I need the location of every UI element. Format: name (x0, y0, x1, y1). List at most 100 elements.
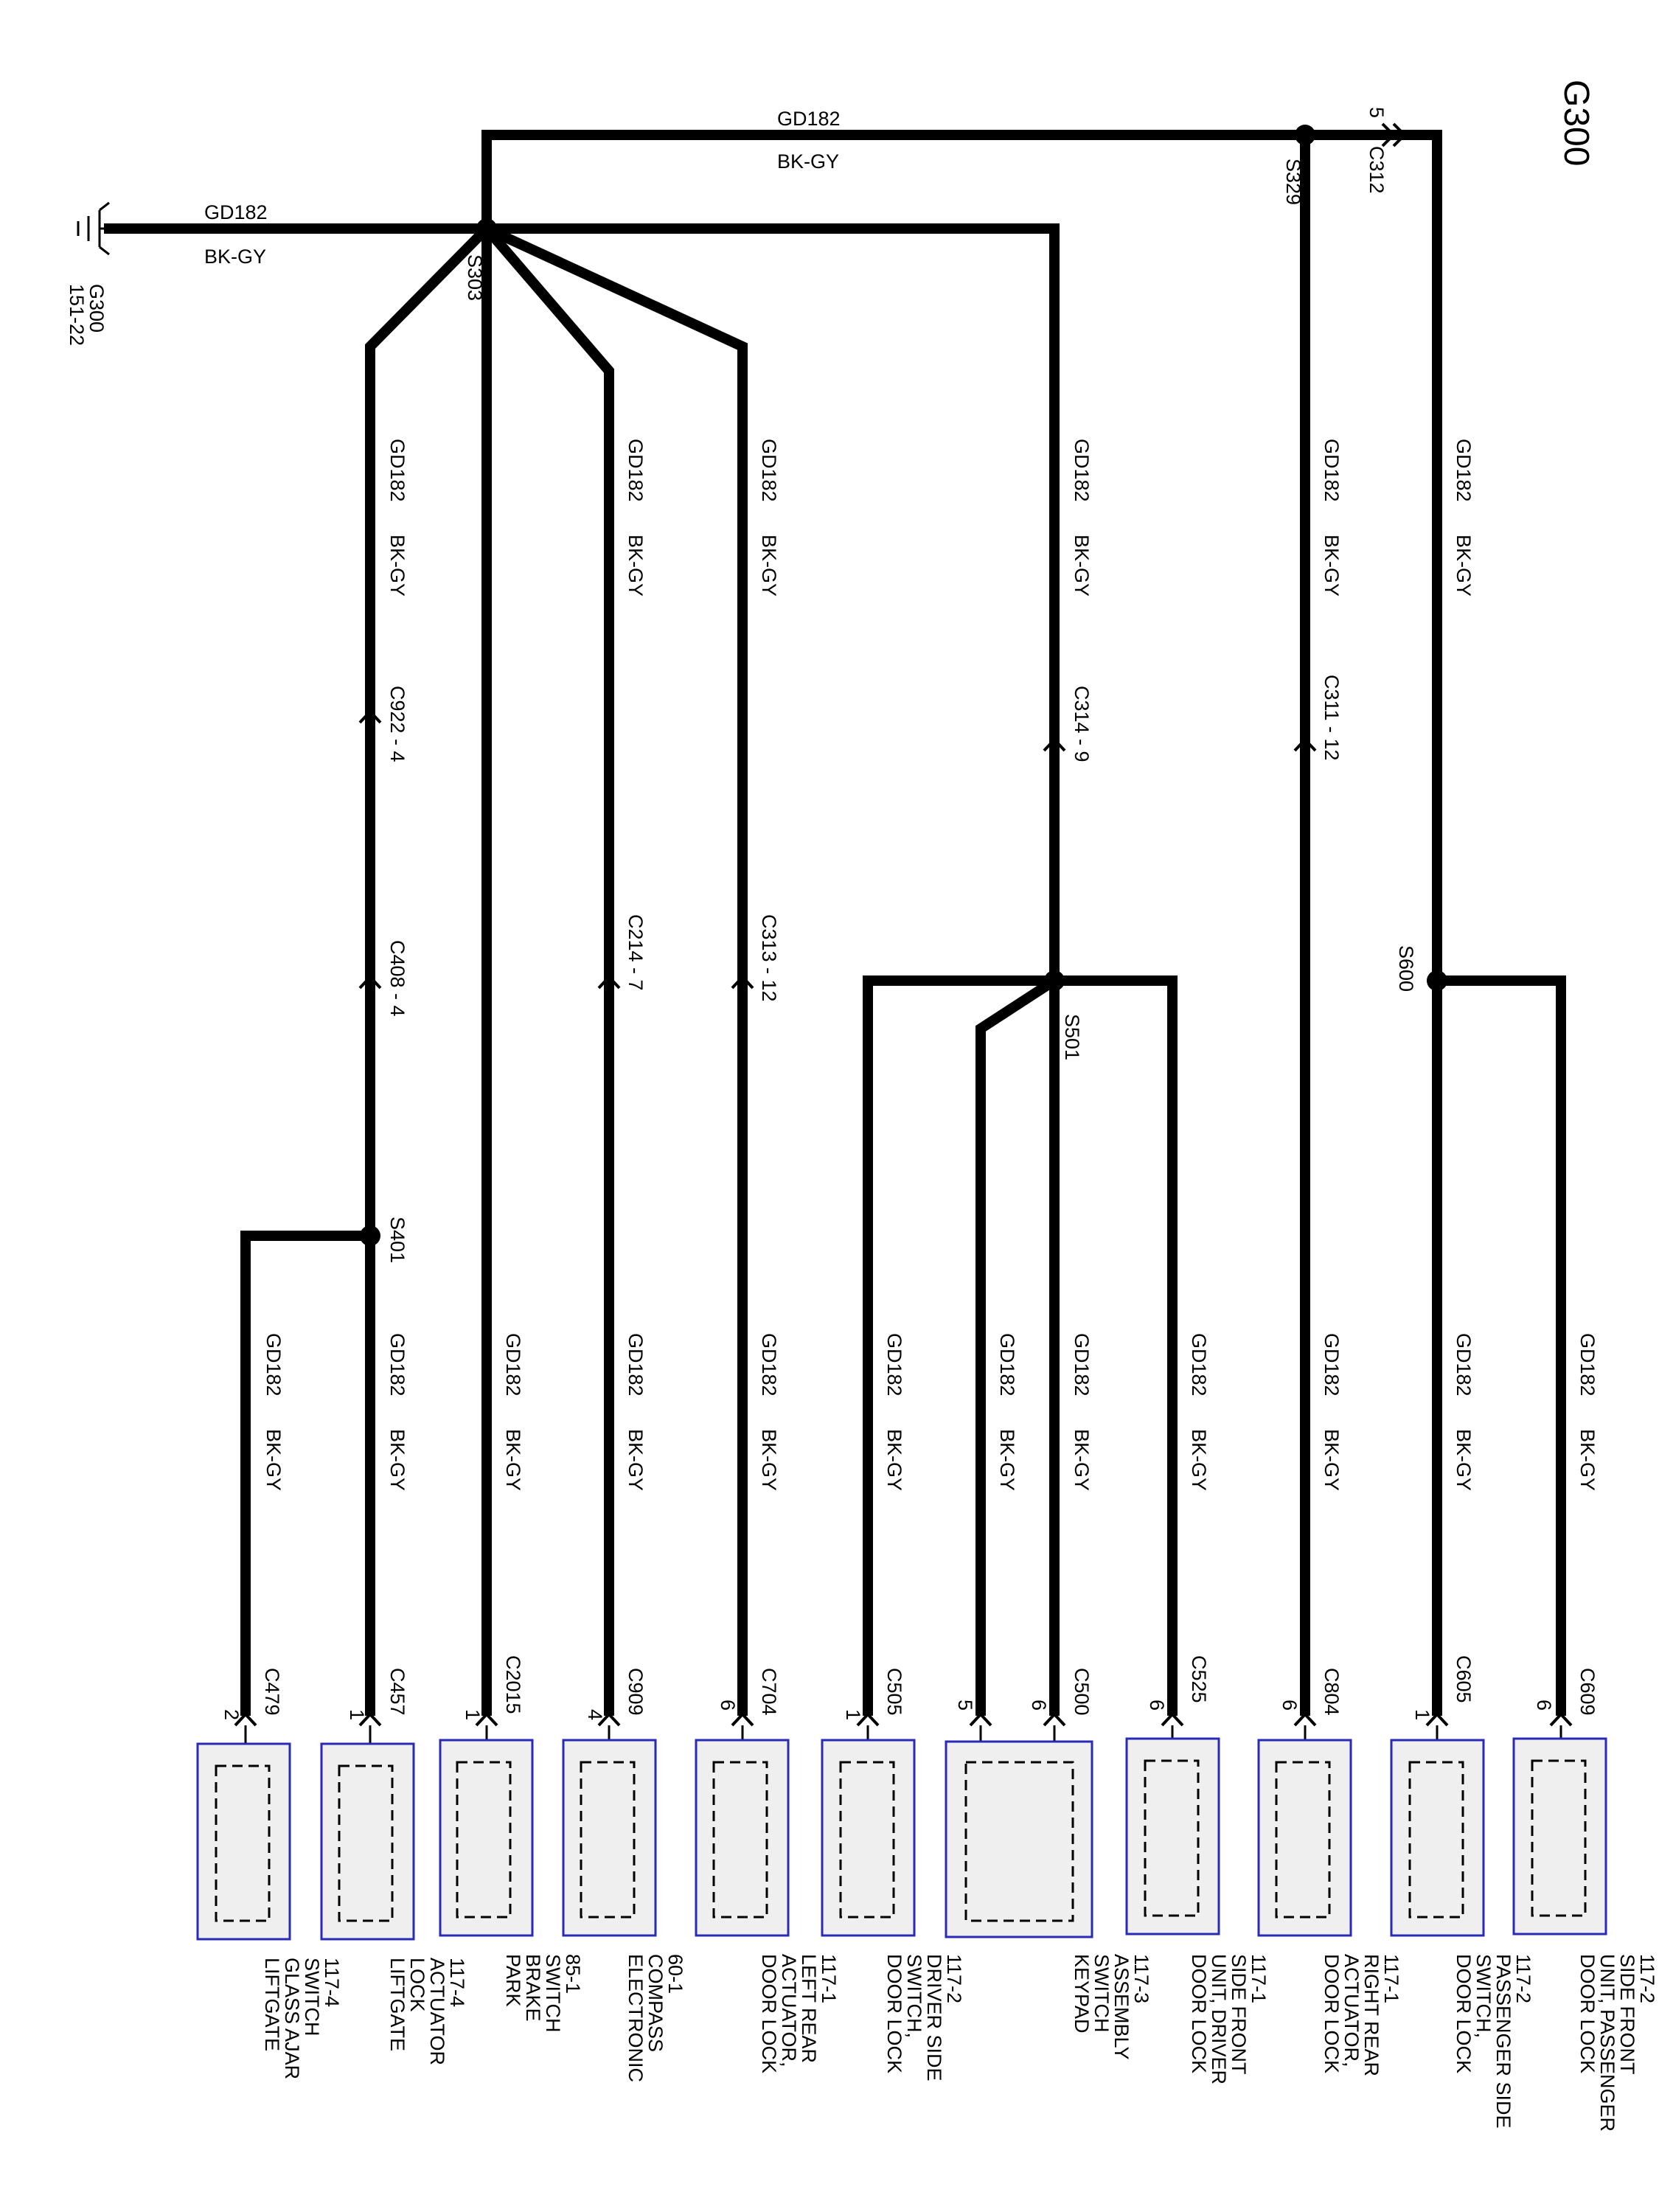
wire-label-color: BK-GY (1576, 1429, 1599, 1491)
c922-label: C922 - 4 (386, 686, 408, 762)
wire-label-color: BK-GY (1321, 535, 1343, 597)
main-circuit-label-left: GD182 (204, 201, 268, 223)
wire-label-color: BK-GY (502, 1429, 524, 1491)
splices (360, 125, 1447, 1246)
component-door-lock-actuator-left-rear: C704 6 DOOR LOCK ACTUATOR, LEFT REAR 117… (695, 1668, 840, 2079)
connector-label-c2015: C2015 (502, 1655, 524, 1714)
c311-label: C311 - 12 (1321, 675, 1343, 761)
component-name: ELECTRONIC COMPASS 60-1 (625, 1954, 686, 2088)
component-name: DOOR LOCK SWITCH, PASSENGER SIDE 117-2 (1453, 1954, 1534, 2134)
wire-label-circuit: GD182 (262, 1333, 285, 1397)
component-name: LIFTGATE GLASS AJAR SWITCH 117-4 (261, 1958, 343, 2085)
wire-label-circuit: GD182 (1576, 1333, 1599, 1397)
wire-label-color: BK-GY (758, 535, 780, 597)
component-door-lock-switch-driver-side: C505 1 DOOR LOCK SWITCH, DRIVER SIDE 117… (821, 1668, 965, 2081)
wire-s501-c525 (1049, 975, 1178, 1716)
page-title: G300 (1557, 80, 1596, 166)
splice-s600-dot (1427, 970, 1447, 991)
wire-s501-c505 (863, 975, 1060, 1716)
wire-label-circuit: GD182 (1321, 1333, 1343, 1397)
wire-s303-top-rail (481, 130, 1442, 990)
wire-s401-c479 (240, 1231, 375, 1716)
component-door-lock-unit-passenger-side-front: C609 6 DOOR LOCK UNIT, PASSENGER SIDE FR… (1512, 1668, 1658, 2138)
main-circuit-label-top: GD182 (777, 108, 841, 130)
pin-label: 6 (1028, 1700, 1050, 1711)
wire-label-color: BK-GY (1071, 1429, 1093, 1491)
splice-s401-label: S401 (386, 1217, 408, 1263)
wire-label-circuit: GD182 (625, 439, 647, 502)
main-color-label-top: BK-GY (777, 150, 839, 173)
component-door-lock-actuator-right-rear: C804 6 DOOR LOCK ACTUATOR, RIGHT REAR 11… (1257, 1668, 1402, 2082)
wire-label-color: BK-GY (758, 1429, 780, 1491)
wire-label-color: BK-GY (386, 1429, 408, 1491)
wire-label-circuit: GD182 (386, 439, 408, 502)
wire-label-color: BK-GY (996, 1429, 1018, 1491)
wire-label-color: BK-GY (625, 1429, 647, 1491)
pin-label: 4 (584, 1709, 606, 1720)
connector-label-c525: C525 (1188, 1655, 1210, 1703)
wire-s303-c704 (479, 221, 748, 1716)
component-name: DOOR LOCK ACTUATOR, RIGHT REAR 117-1 (1321, 1954, 1402, 2082)
connector-label-c804: C804 (1321, 1668, 1343, 1716)
c314-label: C314 - 9 (1071, 686, 1093, 762)
splice-s329-dot (1295, 125, 1315, 145)
c312-label: C312 (1366, 146, 1388, 194)
wire-label-circuit: GD182 (625, 1333, 647, 1397)
pin-label: 5 (954, 1700, 976, 1711)
ground-symbol (77, 201, 111, 256)
connector-label-c609: C609 (1576, 1668, 1599, 1716)
inline-connector-c922 (358, 709, 382, 724)
splice-s401-dot (360, 1225, 380, 1246)
inline-connector-c314 (1043, 737, 1066, 752)
component-name: DOOR LOCK ACTUATOR, LEFT REAR 117-1 (758, 1954, 840, 2079)
wire-label-color: BK-GY (1453, 1429, 1475, 1491)
wire-s600-c609 (1432, 975, 1566, 1716)
splice-s303-dot (476, 218, 497, 239)
component-name: DOOR LOCK UNIT, PASSENGER SIDE FRONT 117… (1576, 1954, 1658, 2138)
wire-label-circuit: GD182 (1453, 1333, 1475, 1397)
wire-label-circuit: GD182 (502, 1333, 524, 1397)
wire-s303-s401 (365, 221, 494, 1716)
pin-label: 1 (1411, 1709, 1433, 1720)
pin-label: 2 (220, 1709, 243, 1720)
component-door-lock-switch-passenger-side: C605 1 DOOR LOCK SWITCH, PASSENGER SIDE … (1390, 1655, 1534, 2134)
wires (104, 130, 1566, 1716)
wire-label-color: BK-GY (1188, 1429, 1210, 1491)
component-keypad-switch-assembly: C500 6 5 KEYPAD SWITCH ASSEMBLY 117-3 (945, 1668, 1152, 2060)
splice-s303-label: S303 (464, 254, 486, 301)
pin-label: 1 (842, 1709, 864, 1720)
connector-label-c457: C457 (386, 1668, 408, 1716)
wire-label-circuit: GD182 (883, 1333, 905, 1397)
c408-label: C408 - 4 (386, 940, 408, 1017)
splice-s501-label: S501 (1061, 1014, 1083, 1060)
wire-label-color: BK-GY (1321, 1429, 1343, 1491)
component-liftgate-glass-ajar-switch: C479 2 LIFTGATE GLASS AJAR SWITCH 117-4 (196, 1668, 343, 2085)
wire-label-color: BK-GY (1071, 535, 1093, 597)
wire-label-circuit: GD182 (1071, 1333, 1093, 1397)
c312-pin-label: 5 (1366, 107, 1388, 118)
inline-connector-c312 (1381, 122, 1407, 147)
component-name: PARK BRAKE SWITCH 85-1 (502, 1954, 584, 2038)
wire-label-color: BK-GY (625, 535, 647, 597)
wire-label-circuit: GD182 (1188, 1333, 1210, 1397)
wire-label-circuit: GD182 (758, 439, 780, 502)
splice-s329-label: S329 (1282, 159, 1304, 205)
component-name: LIFTGATE LOCK ACTUATOR 117-4 (386, 1958, 468, 2071)
inline-connector-c311 (1293, 737, 1317, 752)
pin-label: 6 (1533, 1700, 1555, 1711)
component-liftgate-lock-actuator: C457 1 LIFTGATE LOCK ACTUATOR 117-4 (320, 1668, 468, 2071)
wire-label-color: BK-GY (262, 1429, 285, 1491)
component-park-brake-switch: C2015 1 PARK BRAKE SWITCH 85-1 (439, 1655, 584, 2038)
ground-ref-page: 151-22 (66, 284, 88, 346)
component-electronic-compass: C909 4 ELECTRONIC COMPASS 60-1 (562, 1668, 686, 2088)
inline-connector-c214 (597, 975, 621, 990)
wire-s303-c909 (479, 221, 614, 1716)
wire-label-color: BK-GY (1453, 535, 1475, 597)
pin-label: 1 (346, 1709, 368, 1720)
wire-label-color: BK-GY (883, 1429, 905, 1491)
connector-label-c704: C704 (758, 1668, 780, 1716)
wire-label-circuit: GD182 (386, 1333, 408, 1397)
connector-label-c605: C605 (1453, 1655, 1475, 1703)
wire-label-circuit: GD182 (1321, 439, 1343, 502)
